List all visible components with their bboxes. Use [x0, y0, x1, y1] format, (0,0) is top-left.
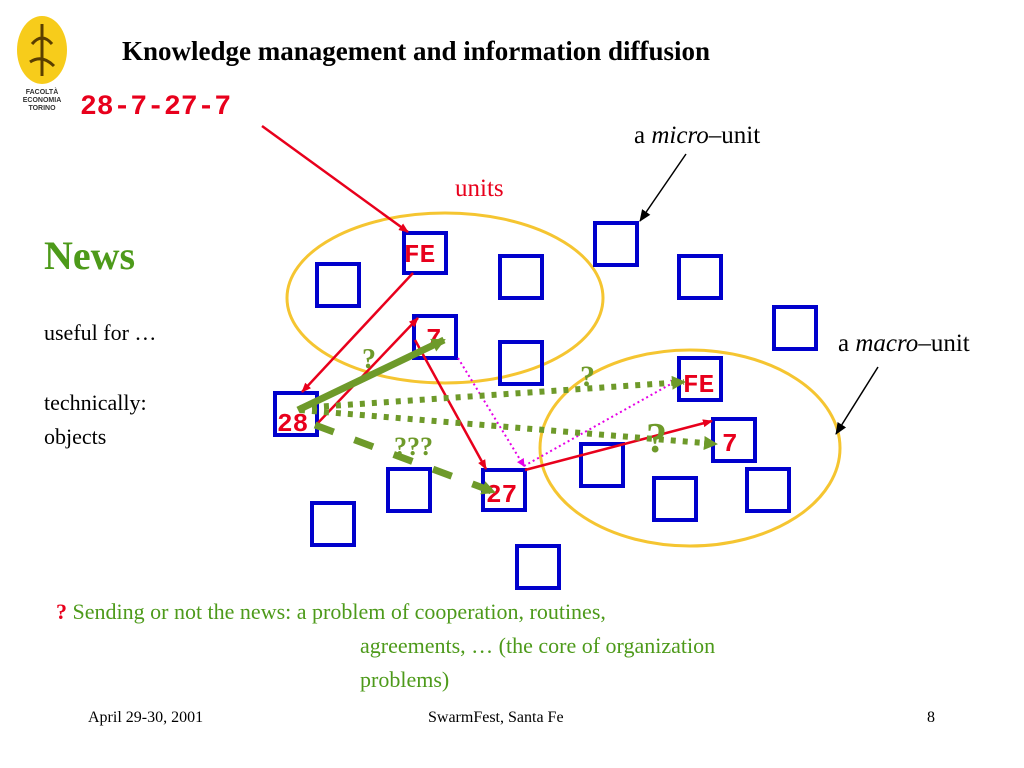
unit-box — [652, 476, 698, 522]
unit-box — [498, 254, 544, 300]
arrow-27-to-7 — [524, 419, 713, 472]
box-28 — [273, 391, 319, 437]
units-label: units — [455, 175, 504, 202]
arrow-7-to-27 — [413, 339, 488, 470]
note-question-mark: ? — [56, 599, 67, 624]
technically-text: technically: — [44, 390, 147, 415]
note-line-2: agreements, … (the core of organization — [360, 633, 716, 658]
logo-line-3: TORINO — [28, 105, 56, 112]
green-arrow-28-to-7 — [296, 336, 446, 414]
box-28-label: 28 — [277, 409, 308, 439]
news-heading: News — [44, 233, 136, 278]
question-mark-small: ? — [362, 344, 376, 375]
macro-unit-label: a macro–unit — [838, 330, 970, 358]
micro-suffix: –unit — [708, 122, 761, 149]
unit-box — [310, 501, 356, 547]
pointer-macro-unit — [835, 366, 879, 435]
micro-unit-boxes — [310, 221, 818, 590]
unit-box — [498, 340, 544, 386]
green-dotted-arrow-28-to-7 — [299, 407, 718, 450]
box-7-right-label: 7 — [722, 429, 738, 459]
pointer-micro-unit — [639, 153, 687, 222]
footer-event: SwarmFest, Santa Fe — [428, 709, 564, 726]
box-fe-top — [402, 231, 448, 275]
micro-unit-label: a micro–unit — [634, 122, 760, 150]
unit-box — [772, 305, 818, 351]
question-mark-dotted: ? — [580, 360, 595, 393]
dotted-arrow-7-to-27-magenta — [457, 357, 525, 467]
unit-box — [745, 467, 791, 513]
logo-emblem-icon — [29, 24, 56, 76]
note-line-1: ? Sending or not the news: a problem of … — [56, 599, 606, 625]
footer-date: April 29-30, 2001 — [88, 709, 204, 726]
faculty-logo: FACOLTÀ ECONOMIA TORINO — [17, 16, 67, 112]
macro-emph: macro — [855, 330, 919, 357]
unit-box — [593, 221, 639, 267]
green-dotted-arrow-28-to-fe — [299, 375, 686, 411]
unit-box — [386, 467, 432, 513]
green-dashed-arrow-28-to-27 — [313, 421, 496, 496]
question-mark-triple: ??? — [394, 432, 433, 461]
code-sequence-label: 28-7-27-7 — [80, 92, 232, 123]
box-27-label: 27 — [486, 480, 517, 510]
question-mark-big: ? — [646, 416, 667, 462]
note-line-3: problems) — [360, 667, 450, 692]
unit-ellipse-left — [285, 211, 605, 385]
micro-emph: micro — [651, 122, 709, 149]
footer-page-number: 8 — [927, 709, 935, 726]
useful-for-text: useful for … — [44, 320, 157, 345]
box-7-top — [412, 314, 458, 360]
unit-box — [515, 544, 561, 590]
macro-suffix: –unit — [918, 330, 970, 357]
logo-line-2: ECONOMIA — [23, 97, 62, 104]
box-fe-right-label: FE — [683, 370, 714, 400]
arrow-fe-to-28 — [301, 272, 414, 393]
arrow-code-to-fe — [261, 124, 409, 234]
dotted-arrow-27-to-fe-magenta — [523, 379, 679, 467]
box-fe-top-label: FE — [404, 240, 435, 270]
page-title: Knowledge management and information dif… — [122, 36, 711, 66]
macro-prefix: a — [838, 330, 856, 357]
note-text-1: Sending or not the news: a problem of co… — [67, 599, 606, 624]
logo-line-1: FACOLTÀ — [26, 87, 59, 96]
unit-box — [579, 442, 625, 488]
micro-prefix: a — [634, 122, 652, 149]
arrow-28-to-7 — [315, 317, 419, 426]
unit-box — [677, 254, 723, 300]
unit-box — [315, 262, 361, 308]
objects-text: objects — [44, 424, 107, 449]
unit-ellipse-right — [538, 348, 842, 548]
